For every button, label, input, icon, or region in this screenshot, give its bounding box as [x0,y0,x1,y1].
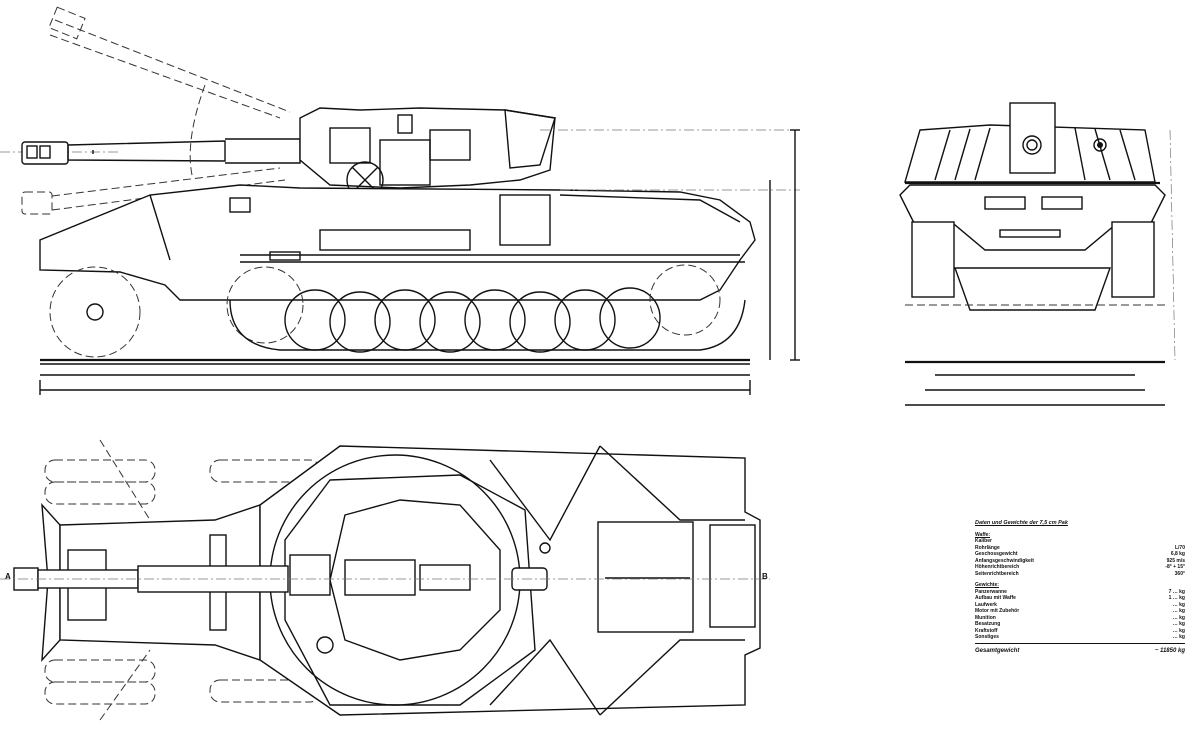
turret [299,107,556,199]
total-value: ~ 11850 [1154,647,1177,654]
table-row: Motor mit Zubehör… kg [975,608,1185,614]
table-row: Laufwerk… kg [975,601,1185,608]
table-row: Höhenrichtbereich-8° + 15° [975,564,1185,570]
gun-elevated-ghost [48,6,291,119]
divider [975,642,1185,644]
table-row: Kaliber [975,538,992,544]
section-marker-b: B [762,572,768,581]
front-view [899,102,1176,406]
table-row: Kraftstoff… kg [975,627,1185,634]
table-row: Sonstiges… kg [975,634,1185,640]
total-weight-row: Gesamtgewicht ~ 11850 kg [975,647,1185,654]
hull [39,184,756,301]
table-row: Besatzung… kg [975,621,1185,627]
table-title: Daten und Gewichte der 7,5 cm Pak [975,520,1068,526]
road-wheels [49,264,746,358]
total-label: Gesamtgewicht [975,647,1020,654]
section-heading-weapon: Waffe: [975,531,991,538]
table-row: Munition… kg [975,614,1185,621]
section-heading-weights: Gewichte: [975,582,999,588]
track-ghosts [44,439,321,721]
side-view [0,6,800,395]
gun-barrel [0,138,301,165]
top-view [0,439,770,721]
specifications-table: Daten und Gewichte der 7,5 cm Pak Waffe:… [975,520,1185,715]
section-marker-a: A [5,572,11,581]
